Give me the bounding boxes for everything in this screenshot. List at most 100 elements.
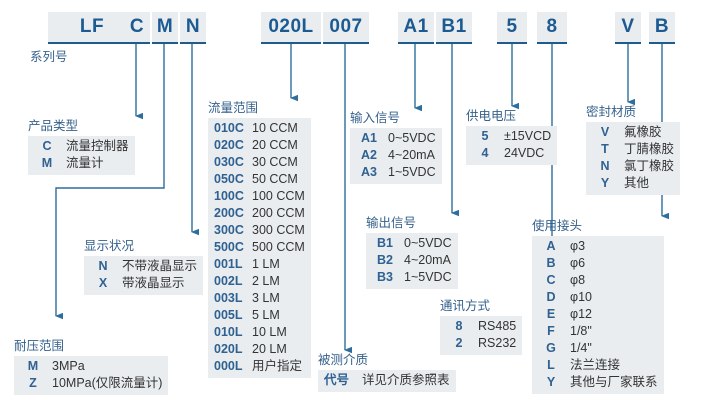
legend-code: 020L [214,342,243,356]
code-chip-display[interactable]: N [180,12,206,44]
legend-row: M 流量计 [32,155,129,172]
legend-desc: φ3 [570,239,586,253]
block-display-status: 显示状况 N 不带液晶显示 X 带液晶显示 [84,238,204,295]
legend-row: B3 1~5VDC [370,269,452,286]
legend-desc: φ10 [570,290,593,304]
legend-desc: 50 CCM [252,172,298,186]
legend-code: N [98,259,108,273]
code-chip-communication[interactable]: 8 [537,12,567,44]
legend-code: 010C [214,121,244,135]
legend-code: B3 [377,270,393,284]
legend-code: 5 [481,129,489,143]
legend-code: 030C [214,155,244,169]
code-chip-seal-material[interactable]: V [615,12,641,44]
legend-code: A3 [361,165,377,179]
legend-desc: 氯丁橡胶 [624,159,675,173]
legend-desc: 丁腈橡胶 [624,142,675,156]
legend-code: B2 [377,253,393,267]
legend-code: G [546,341,556,355]
legend-desc: 200 CCM [252,206,305,220]
code-chip-product-type[interactable]: C [124,12,150,44]
block-table-product-type: C 流量控制器 M 流量计 [28,136,135,175]
legend-code: 001L [214,257,243,271]
legend-row: 代号 详见介质参照表 [322,372,450,389]
code-chip-supply-voltage[interactable]: 5 [497,12,527,44]
code-chip-pressure[interactable]: M [152,12,178,44]
legend-desc: 5 LM [252,308,280,322]
legend-desc: 10 CCM [252,121,298,135]
legend-desc: 4~20mA [404,253,451,267]
legend-desc: φ8 [570,273,586,287]
legend-code: Z [29,376,37,390]
legend-desc: 1~5VDC [404,270,452,284]
block-title-display-status: 显示状况 [84,239,135,253]
legend-code: A2 [361,148,377,162]
legend-code: N [600,159,610,173]
legend-code: 005L [214,308,243,322]
block-title-input-signal: 输入信号 [350,111,401,125]
legend-code: 代号 [324,373,350,387]
block-table-medium: 代号 详见介质参照表 [318,370,456,392]
legend-code: B [546,256,556,270]
legend-code: 003L [214,291,243,305]
code-chip-medium[interactable]: 007 [323,12,369,44]
legend-desc: RS232 [478,336,517,350]
legend-desc: 1/8" [570,324,592,338]
code-chip-output-signal[interactable]: B1 [436,12,472,44]
legend-desc: 2 LM [252,274,280,288]
legend-desc: 3MPa [52,359,85,373]
legend-desc: 500 CCM [252,240,305,254]
block-title-communication: 通讯方式 [440,299,491,313]
legend-row: C 流量控制器 [32,138,128,155]
legend-row: V 氟橡胶 [590,124,674,141]
legend-code: B1 [377,236,393,250]
legend-desc: 带液晶显示 [122,276,185,290]
series-number-label: 系列号 [30,50,68,64]
legend-desc: RS485 [478,319,517,333]
legend-code: Y [600,176,610,190]
legend-desc: 1 LM [252,257,280,271]
legend-code: E [546,307,556,321]
legend-desc: φ6 [570,256,586,270]
code-chip-series[interactable]: LF [48,12,136,44]
code-chip-flow-range[interactable]: 020L [261,12,321,44]
legend-desc: 10 LM [252,325,287,339]
legend-desc: 300 CCM [252,223,305,237]
legend-code: V [600,125,610,139]
code-chip-connector[interactable]: B [649,12,675,44]
legend-row: 001L 1 LM [212,256,305,273]
legend-desc: 流量计 [66,156,104,170]
legend-code: X [98,276,108,290]
block-table-display-status: N 不带液晶显示 X 带液晶显示 [84,256,204,295]
code-chip-input-signal[interactable]: A1 [398,12,434,44]
block-title-product-type: 产品类型 [28,119,79,133]
legend-code: 2 [455,336,463,350]
legend-desc: 氟橡胶 [624,125,662,139]
legend-row: 5±15VCD [470,128,552,145]
